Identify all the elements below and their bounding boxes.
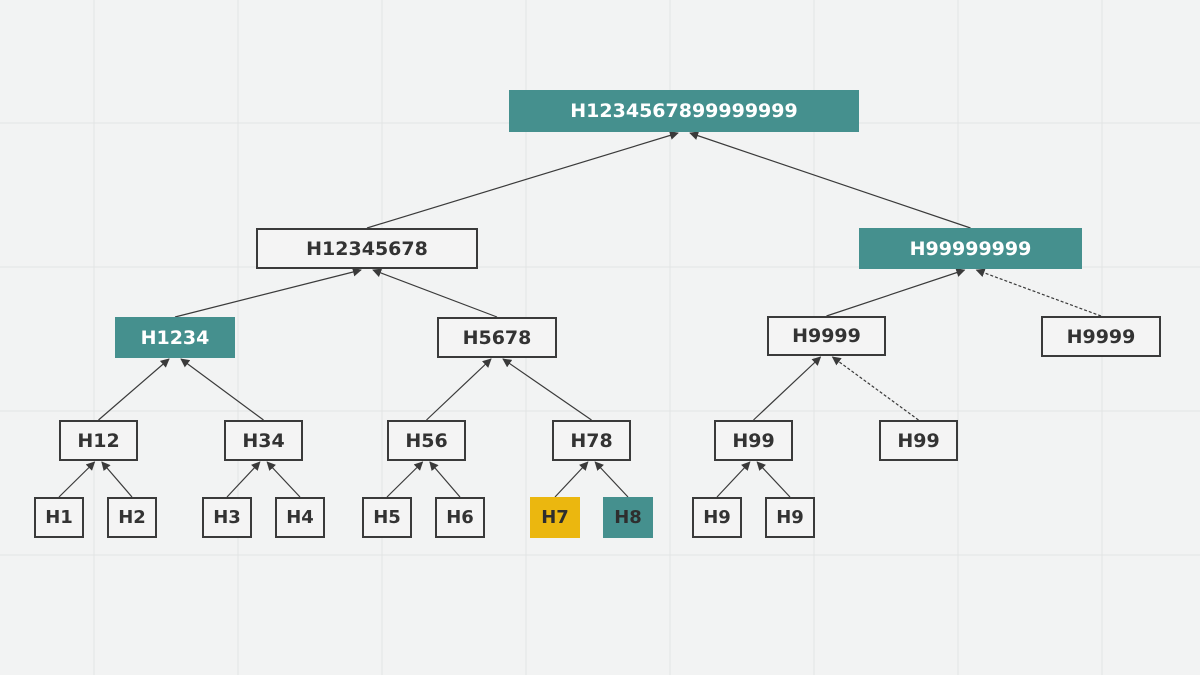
edge-h12-to-h1234 [98,358,170,421]
node-h99-a: H99 [714,420,793,461]
edge-h9_a-to-h99_a [716,461,751,498]
edge-h1234-to-h12345678 [174,267,362,318]
edge-h99_a-to-h9999_a [753,356,822,421]
node-h7: H7 [530,497,580,538]
edge-h2-to-h12 [101,461,133,498]
edge-h7-to-h78 [554,461,589,498]
node-h5678: H5678 [437,317,557,358]
node-h9999-b: H9999 [1041,316,1161,357]
node-h1234: H1234 [115,317,235,358]
node-h12345678: H12345678 [256,228,478,269]
node-h12: H12 [59,420,138,461]
node-h8: H8 [603,497,653,538]
node-h4: H4 [275,497,325,538]
node-h34: H34 [224,420,303,461]
node-h9-b: H9 [765,497,815,538]
edge-h99999999-to-root [689,131,971,229]
node-h99-b: H99 [879,420,958,461]
edge-h1-to-h12 [58,461,96,498]
node-h5: H5 [362,497,412,538]
node-h9999-a: H9999 [767,316,886,356]
edge-h9999_a-to-h99999999 [826,268,966,317]
edge-h5678-to-h12345678 [372,268,498,318]
node-h99999999: H99999999 [859,228,1082,269]
node-h9-a: H9 [692,497,742,538]
node-root: H1234567899999999 [509,90,859,132]
edge-h9_b-to-h99_a [756,461,791,498]
edge-h6-to-h56 [429,461,461,498]
edges-layer [58,131,1102,498]
edge-h3-to-h34 [226,461,261,498]
edge-h8-to-h78 [594,461,629,498]
edge-h12345678-to-root [366,131,679,229]
edge-h56-to-h5678 [426,358,492,421]
edge-h34-to-h1234 [180,358,264,421]
node-h78: H78 [552,420,631,461]
edge-h9999_b-to-h99999999 [975,268,1102,317]
edge-h99_b-to-h9999_a [831,356,919,421]
edge-h4-to-h34 [266,461,301,498]
node-h56: H56 [387,420,466,461]
node-h6: H6 [435,497,485,538]
node-h1: H1 [34,497,84,538]
edge-h78-to-h5678 [502,358,592,421]
edge-h5-to-h56 [386,461,424,498]
node-h3: H3 [202,497,252,538]
node-h2: H2 [107,497,157,538]
